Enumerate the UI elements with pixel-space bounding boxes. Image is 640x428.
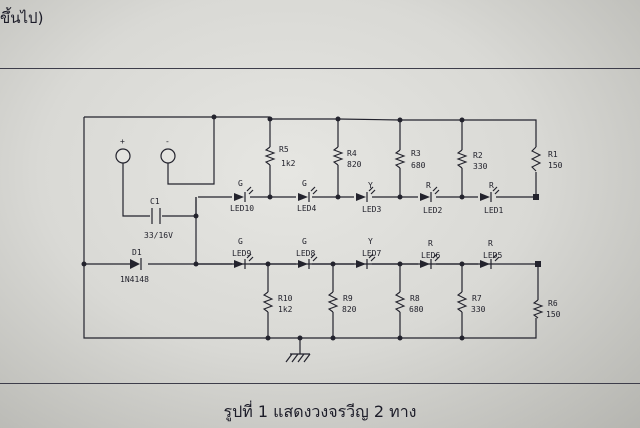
bottom-rule [0, 383, 640, 384]
plus-sign-label: + [120, 137, 125, 146]
led-ref-label: LED5 [483, 251, 502, 260]
led-color-label: G [302, 179, 307, 188]
resistor-ref-label: R7 [472, 294, 482, 303]
led-ref-label: LED10 [230, 204, 254, 213]
capacitor-value-label: 33/16V [144, 231, 173, 240]
led-ref-label: LED1 [484, 206, 503, 215]
led-color-label: R [488, 239, 493, 248]
resistor-value-label: 150 [546, 310, 561, 319]
minus-sign-label: - [165, 137, 170, 146]
positive-terminal [115, 148, 131, 164]
figure-caption: รูปที่ 1 แสดงวงจรวีญ 2 ทาง [223, 402, 417, 421]
resistor-ref-label: R5 [279, 145, 289, 154]
resistor-ref-label: R3 [411, 149, 421, 158]
top-rule [0, 68, 640, 69]
led-ref-label: LED4 [297, 204, 316, 213]
resistor-value-label: 820 [347, 160, 362, 169]
resistor-value-label: 820 [342, 305, 357, 314]
resistor-value-label: 330 [473, 162, 488, 171]
led-color-label: Y [368, 237, 373, 246]
resistor-value-label: 150 [548, 161, 563, 170]
resistor-ref-label: R8 [410, 294, 420, 303]
resistor-value-label: 1k2 [278, 305, 293, 314]
led-ref-label: LED6 [421, 251, 440, 260]
resistor-ref-label: R2 [473, 151, 483, 160]
led-ref-label: LED3 [362, 205, 381, 214]
led-color-label: G [238, 237, 243, 246]
led-ref-label: LED9 [232, 249, 251, 258]
led-color-label: G [238, 179, 243, 188]
led-color-label: R [489, 181, 494, 190]
resistor-ref-label: R9 [343, 294, 353, 303]
resistor-ref-label: R1 [548, 150, 558, 159]
led-ref-label: LED2 [423, 206, 442, 215]
led-ref-label: LED7 [362, 249, 381, 258]
capacitor-ref-label: C1 [150, 197, 160, 206]
resistor-ref-label: R10 [278, 294, 293, 303]
led-ref-label: LED8 [296, 249, 315, 258]
resistor-ref-label: R6 [548, 299, 558, 308]
led-color-label: Y [368, 181, 373, 190]
negative-terminal [160, 148, 176, 164]
resistor-value-label: 680 [411, 161, 426, 170]
resistor-value-label: 1k2 [281, 159, 296, 168]
resistor-value-label: 680 [409, 305, 424, 314]
led-color-label: R [426, 181, 431, 190]
header-text-fragment: ขึ้นไป) [0, 9, 44, 27]
diode-value-label: 1N4148 [120, 275, 149, 284]
led-color-label: G [302, 237, 307, 246]
resistor-value-label: 330 [471, 305, 486, 314]
led-color-label: R [428, 239, 433, 248]
diode-ref-label: D1 [132, 248, 142, 257]
resistor-ref-label: R4 [347, 149, 357, 158]
